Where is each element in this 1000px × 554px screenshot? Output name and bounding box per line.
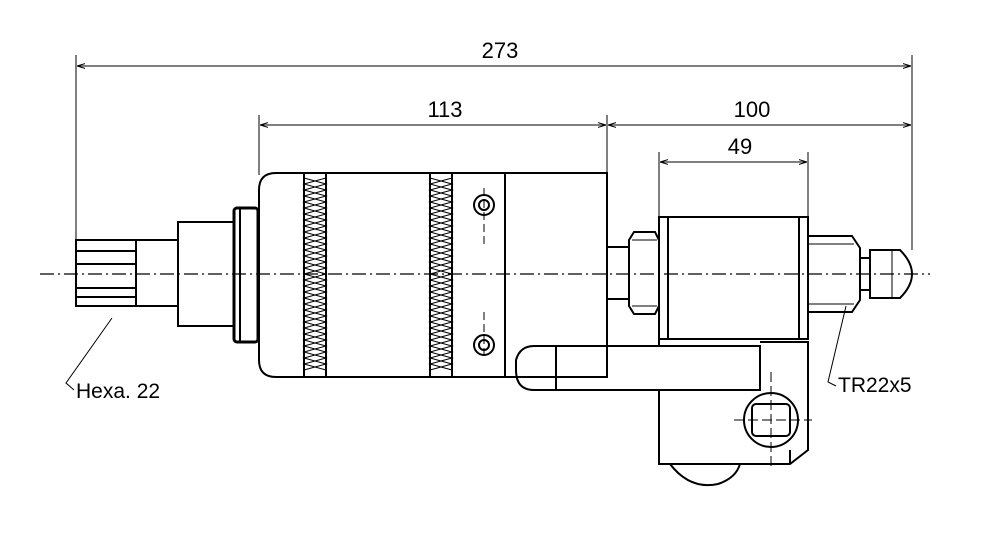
nut: [658, 216, 809, 340]
dimension-right: 100: [608, 97, 911, 125]
hex-end: [75, 239, 178, 307]
knurl-band-left: [302, 172, 328, 378]
flange-ring: [232, 206, 260, 344]
dimension-overall: 273: [75, 38, 913, 270]
lever-pin: [734, 372, 812, 470]
leader-thread: [827, 305, 847, 387]
thread-label: TR22x5: [838, 374, 912, 397]
dimension-nut: 49: [658, 134, 809, 217]
main-body: [258, 172, 608, 378]
threaded-shaft-left: [606, 231, 660, 315]
dimension-right-label: 100: [734, 97, 771, 122]
lower-bracket: [515, 339, 809, 486]
shaft-tip: [859, 249, 914, 299]
set-screw-top: [473, 188, 495, 245]
dimension-body-label: 113: [427, 97, 462, 122]
set-screw-bottom: [473, 312, 495, 360]
dimension-nut-label: 49: [728, 134, 752, 159]
dimension-overall-label: 273: [482, 38, 519, 63]
dimension-body: 113: [258, 97, 608, 175]
hex-label: Hexa. 22: [76, 380, 160, 403]
leader-hex: [65, 317, 113, 391]
knurl-band-right: [428, 172, 454, 378]
